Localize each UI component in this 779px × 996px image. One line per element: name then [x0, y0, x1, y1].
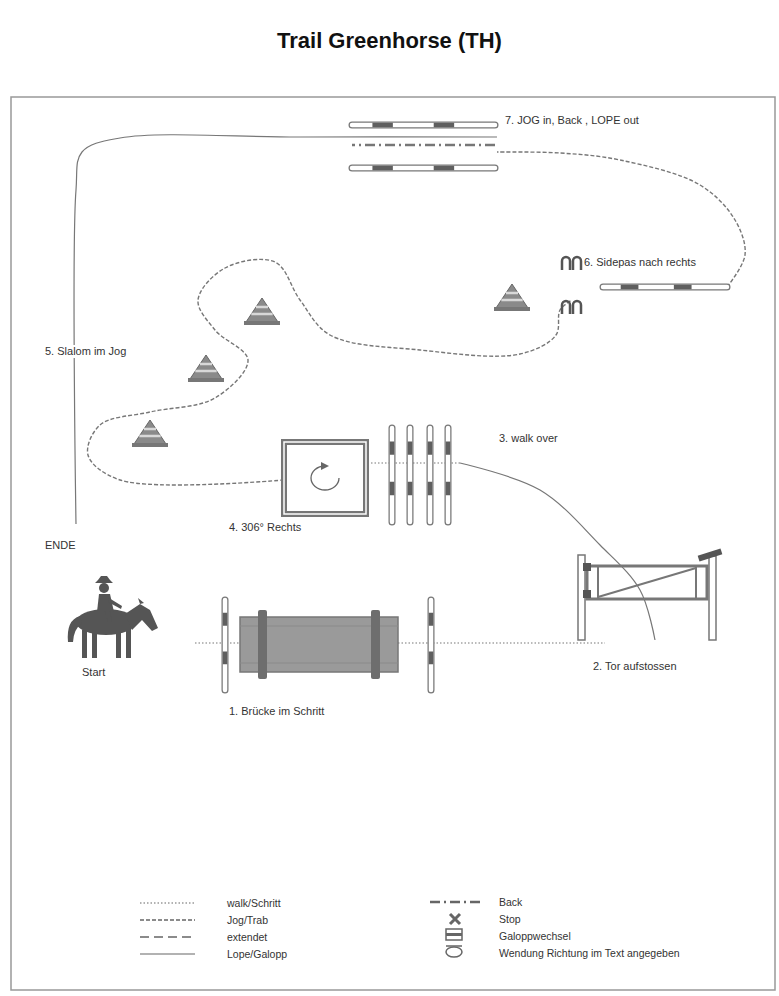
- frame: [11, 97, 775, 990]
- obstacle-label: 2. Tor aufstossen: [592, 660, 678, 673]
- cone: [188, 355, 224, 382]
- cone: [244, 298, 280, 325]
- legend-text: Back: [498, 896, 523, 909]
- back-route: [352, 144, 495, 147]
- pole: [430, 428, 431, 522]
- course-marker: Start: [81, 666, 106, 679]
- course-marker: ENDE: [44, 539, 77, 552]
- obstacle-label: 5. Slalom im Jog: [44, 345, 127, 358]
- obstacle-label: 4. 306° Rechts: [228, 521, 302, 534]
- jog-route: [497, 152, 745, 287]
- jog-route: [87, 259, 572, 485]
- route-lines: [74, 135, 745, 643]
- pole: [448, 428, 449, 522]
- legend-samples: [140, 902, 480, 957]
- legend-text: Wendung Richtung im Text angegeben: [498, 947, 681, 960]
- gate: [578, 548, 722, 640]
- legend-text: extendet: [226, 931, 268, 944]
- pole: [352, 168, 495, 169]
- hoof-mark: [562, 257, 581, 270]
- legend-text: Galoppwechsel: [498, 930, 572, 943]
- obstacle-label: 6. Sidepas nach rechts: [583, 256, 697, 269]
- lope-route: [74, 135, 497, 524]
- bridge: [240, 610, 398, 679]
- obstacle-label: 1. Brücke im Schritt: [228, 705, 325, 718]
- hoof-mark: [562, 301, 581, 314]
- legend-text: Stop: [498, 913, 522, 926]
- pole: [603, 287, 727, 288]
- legend-text: Lope/Galopp: [226, 948, 288, 961]
- obstacle-label: 7. JOG in, Back , LOPE out: [504, 114, 640, 127]
- lope-route: [460, 463, 655, 640]
- pole: [352, 125, 495, 126]
- pole: [431, 600, 432, 690]
- cone: [132, 420, 168, 447]
- pole: [225, 600, 226, 690]
- legend-text: Jog/Trab: [226, 914, 269, 927]
- obstacle-label: 3. walk over: [498, 432, 559, 445]
- pole: [392, 428, 393, 522]
- cone: [494, 284, 530, 311]
- horse-rider: [68, 576, 158, 658]
- turn-box: [284, 442, 366, 514]
- obstacles: [132, 125, 727, 690]
- title: Trail Greenhorse (TH): [276, 28, 503, 54]
- legend-text: walk/Schritt: [226, 897, 282, 910]
- pole: [410, 428, 411, 522]
